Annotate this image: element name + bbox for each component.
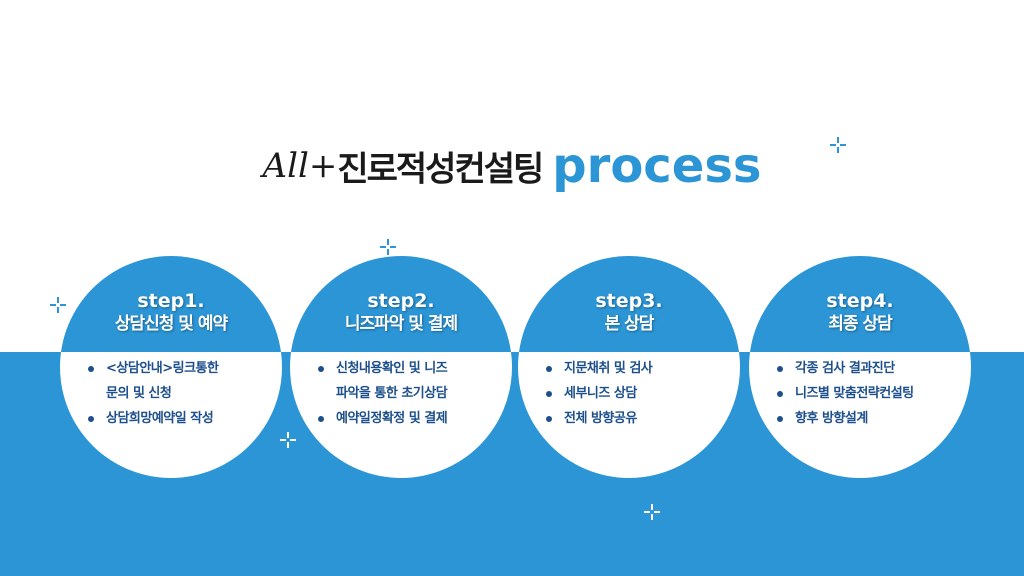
list-item: 니즈별 맞춤전략컨설팅 (775, 381, 961, 406)
list-item: 예약일정확정 및 결제 (316, 406, 502, 431)
list-item: 세부니즈 상담 (544, 381, 730, 406)
bullet-icon (318, 416, 324, 422)
sparkle-icon (50, 297, 66, 313)
step-number: step1. (137, 290, 205, 312)
title-english: process (552, 138, 762, 194)
list-item: 상담희망예약일 작성 (86, 406, 272, 431)
bullet-icon (546, 416, 552, 422)
step-card-2: step2.니즈파악 및 결제 신청내용확인 및 니즈 파악을 통한 초기상담 … (290, 256, 512, 478)
sparkle-icon (380, 239, 396, 255)
list-item: <상담안내>링크통한 (86, 356, 272, 381)
step-number: step2. (367, 290, 435, 312)
bullet-icon (777, 366, 783, 372)
step-number: step3. (595, 290, 663, 312)
bullet-icon (777, 416, 783, 422)
step-title: 최종 상담 (828, 314, 892, 334)
sparkle-icon (644, 504, 660, 520)
step-title: 상담신청 및 예약 (114, 314, 228, 334)
step-title: 본 상담 (604, 314, 655, 334)
step-number: step4. (826, 290, 894, 312)
list-item: 전체 방향공유 (544, 406, 730, 431)
list-item: 각종 검사 결과진단 (775, 356, 961, 381)
brand-logo: All+ (262, 146, 338, 186)
bullet-icon (88, 416, 94, 422)
bullet-icon (777, 391, 783, 397)
step-title: 니즈파악 및 결제 (344, 314, 458, 334)
list-item: 파악을 통한 초기상담 (336, 386, 448, 401)
sparkle-icon (280, 432, 296, 448)
title-korean: 진로적성컨설팅 (337, 149, 544, 190)
bullet-icon (88, 366, 94, 372)
list-item: 신청내용확인 및 니즈 (316, 356, 502, 381)
sparkle-icon (830, 137, 846, 153)
step-card-1: step1.상담신청 및 예약 <상담안내>링크통한 문의 및 신청 상담희망예… (60, 256, 282, 478)
step-card-3: step3.본 상담 지문채취 및 검사 세부니즈 상담 전체 방향공유 (518, 256, 740, 478)
list-item: 향후 방향설계 (775, 406, 961, 431)
list-item: 지문채취 및 검사 (544, 356, 730, 381)
bullet-icon (546, 366, 552, 372)
bullet-icon (546, 391, 552, 397)
step-card-4: step4.최종 상담 각종 검사 결과진단 니즈별 맞춤전략컨설팅 향후 방향… (749, 256, 971, 478)
list-item: 문의 및 신청 (106, 386, 172, 401)
bullet-icon (318, 366, 324, 372)
